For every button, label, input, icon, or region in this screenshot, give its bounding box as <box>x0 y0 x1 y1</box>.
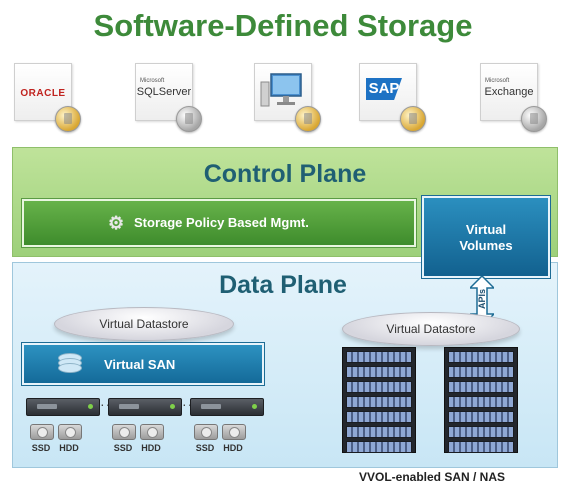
exchange-label: Exchange <box>484 86 534 98</box>
disk-stack-icon <box>58 353 82 373</box>
virtual-volumes-box: Virtual Volumes <box>422 196 550 278</box>
hdd-label: HDD <box>59 443 79 453</box>
apis-label: APIs <box>477 289 487 310</box>
apis-arrow-icon <box>470 276 494 326</box>
ssd-label: SSD <box>195 443 215 453</box>
app-icon-sqlserver: Microsoft SQLServer <box>135 63 202 132</box>
storage-array-icon <box>444 347 518 453</box>
gear-icon: ⚙ <box>108 213 125 233</box>
hdd-label: HDD <box>141 443 161 453</box>
silver-coin-icon <box>176 106 202 132</box>
app-icon-desktop <box>254 63 321 132</box>
virtual-san-label: Virtual SAN <box>104 357 176 372</box>
silver-coin-icon <box>521 106 547 132</box>
oracle-label: ORACLE <box>20 88 66 99</box>
ssd-label: SSD <box>113 443 133 453</box>
hdd-drive-icon <box>140 424 164 440</box>
virtual-san-box: Virtual SAN <box>22 343 264 385</box>
ssd-label: SSD <box>31 443 51 453</box>
server-icon <box>190 398 264 416</box>
vvol-san-nas-label: VVOL-enabled SAN / NAS <box>358 470 506 484</box>
app-icon-sap: SAP <box>359 63 426 132</box>
gold-coin-icon <box>400 106 426 132</box>
gold-coin-icon <box>55 106 81 132</box>
sqlserver-vendor-label: Microsoft <box>140 78 165 84</box>
ssd-drive-icon <box>112 424 136 440</box>
data-plane-title: Data Plane <box>219 271 347 299</box>
diagram-title: Software-Defined Storage <box>93 8 473 43</box>
sqlserver-label: SQLServer <box>136 86 192 98</box>
hdd-drive-icon <box>222 424 246 440</box>
hdd-drive-icon <box>58 424 82 440</box>
sap-logo: SAP <box>366 78 402 100</box>
control-plane-title: Control Plane <box>203 160 367 188</box>
app-icon-exchange: Microsoft Exchange <box>480 63 547 132</box>
virtual-datastore-left: Virtual Datastore <box>54 307 234 341</box>
storage-array-icon <box>342 347 416 453</box>
virtual-volumes-line2: Volumes <box>459 238 513 253</box>
hdd-label: HDD <box>223 443 243 453</box>
gold-coin-icon <box>295 106 321 132</box>
app-icon-oracle: ORACLE <box>14 63 81 132</box>
virtual-volumes-line1: Virtual <box>465 222 507 237</box>
server-icon <box>108 398 182 416</box>
exchange-vendor-label: Microsoft <box>485 78 510 84</box>
storage-policy-label: Storage Policy Based Mgmt. <box>134 215 309 230</box>
virtual-datastore-right: Virtual Datastore <box>342 312 520 346</box>
storage-policy-box: ⚙ Storage Policy Based Mgmt. <box>22 199 416 247</box>
ssd-drive-icon <box>194 424 218 440</box>
ssd-drive-icon <box>30 424 54 440</box>
desktop-computer-icon <box>260 73 302 107</box>
server-icon <box>26 398 100 416</box>
